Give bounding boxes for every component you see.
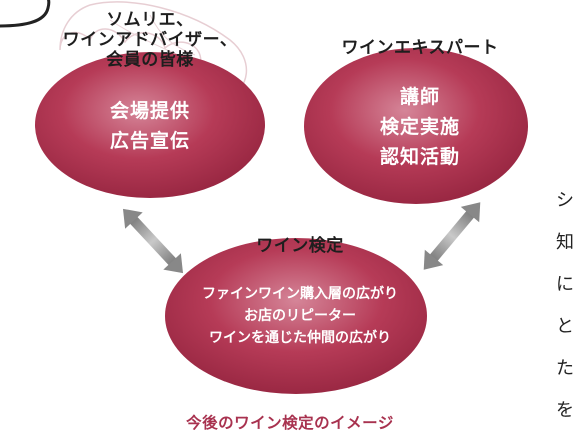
side-text-char: シ [556,190,574,211]
diagram-caption: 今後のワイン検定のイメージ [186,414,394,432]
side-text-char: 知 [556,232,574,253]
bottom-circle-body: ファインワイン購入層の広がり お店のリピーター ワインを通じた仲間の広がり [180,283,420,349]
bottom-body-line: ワインを通じた仲間の広がり [209,330,391,346]
double-headed-arrow-icon [423,202,481,270]
right-body-line: 認知活動 [379,146,460,168]
curl-icon [0,0,51,28]
right-circle-title: ワインエキスパート [341,38,499,58]
side-text-char: と [556,316,574,337]
double-headed-arrow-icon [122,208,184,274]
left-title-line: ソムリエ、 [106,10,194,30]
left-body-line: 会場提供 [109,100,190,122]
left-circle-title: ソムリエ、 ワインアドバイザー、 会員の皆様 [30,10,270,70]
left-title-line: 会員の皆様 [106,50,194,70]
right-circle-body: 講師 検定実施 認知活動 [340,82,500,172]
bottom-body-line: ファインワイン購入層の広がり [202,286,398,302]
bottom-circle-title: ワイン検定 [256,236,344,256]
right-body-line: 検定実施 [379,116,460,138]
side-text-char: た [556,358,574,379]
bottom-circle-shape [165,238,427,394]
right-circle-shape [304,48,528,204]
side-text-char: に [556,274,574,295]
left-circle-shape [35,52,265,198]
right-body-line: 講師 [399,86,440,108]
left-body-line: 広告宣伝 [109,130,190,152]
bottom-body-line: お店のリピーター [244,308,356,324]
side-text-char: を [556,400,574,421]
left-title-line: ワインアドバイザー、 [62,30,238,50]
left-circle-body: 会場提供 広告宣伝 [50,96,250,156]
